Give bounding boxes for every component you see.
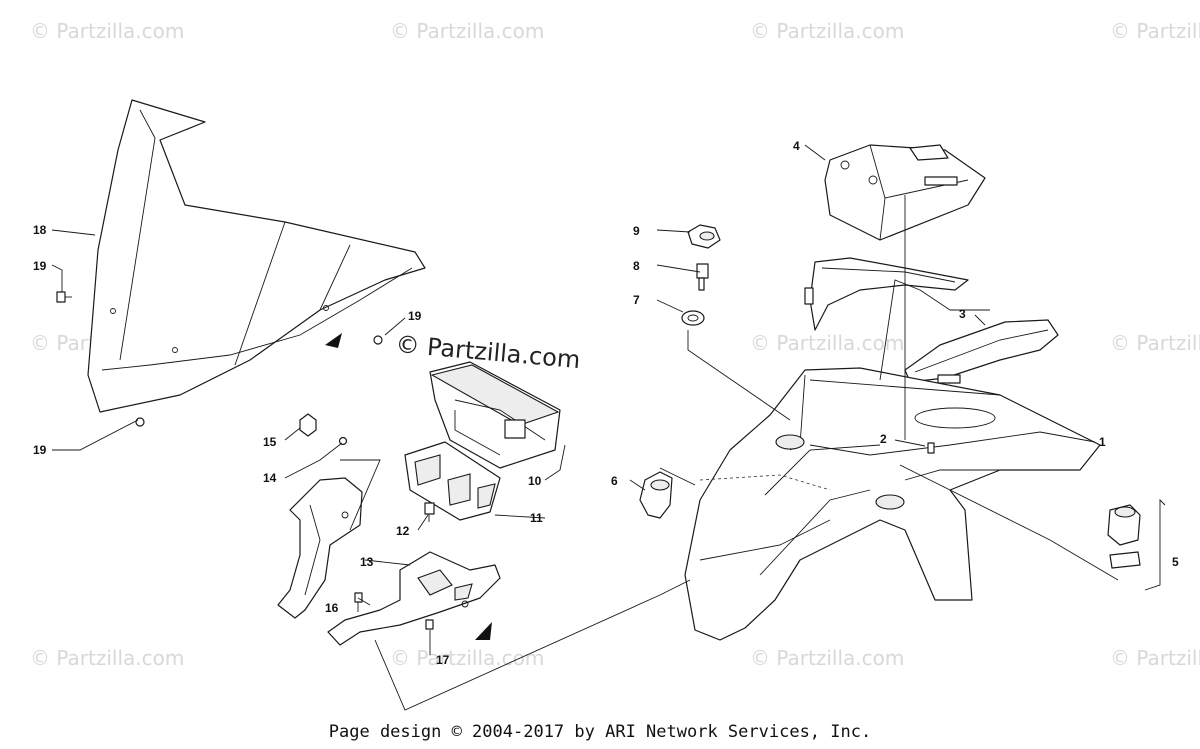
hood-fairing-part[interactable] xyxy=(684,367,1101,641)
callouts: 1 2 3 4 5 6 7 8 9 10 11 12 13 14 15 16 1… xyxy=(33,139,1179,667)
callout-3[interactable]: 3 xyxy=(959,307,966,321)
washer-part[interactable] xyxy=(338,436,348,446)
top-cover-part[interactable] xyxy=(824,144,986,241)
watermark: © Partzilla.com xyxy=(1110,646,1200,670)
lens-frame-part[interactable] xyxy=(804,257,969,331)
callout-13[interactable]: 13 xyxy=(360,555,374,569)
copyright-footer: Page design © 2004-2017 by ARI Network S… xyxy=(328,722,872,742)
watermark: © Partzilla.com xyxy=(30,19,184,43)
bracket-housing-part[interactable] xyxy=(404,441,501,521)
power-outlet-part[interactable] xyxy=(1107,504,1141,569)
nut-part[interactable] xyxy=(299,413,317,437)
callout-18[interactable]: 18 xyxy=(33,223,47,237)
lens-frame-part[interactable] xyxy=(904,319,1059,384)
watermark: © Partzilla.com xyxy=(30,646,184,670)
callout-1[interactable]: 1 xyxy=(1099,435,1106,449)
screw-part[interactable] xyxy=(56,291,72,303)
callout-11[interactable]: 11 xyxy=(530,511,543,525)
watermark: © Partzilla.com xyxy=(390,19,544,43)
callout-5[interactable]: 5 xyxy=(1172,555,1179,569)
screw-part[interactable] xyxy=(425,619,434,630)
watermark: © Partzilla.com xyxy=(390,646,544,670)
callout-15[interactable]: 15 xyxy=(263,435,277,449)
callout-14[interactable]: 14 xyxy=(263,471,277,485)
display-gauge-part[interactable] xyxy=(429,361,561,469)
grommet-part[interactable] xyxy=(681,310,705,326)
mount-bracket-part[interactable] xyxy=(277,477,363,619)
leader-lines xyxy=(51,144,1166,711)
callout-2[interactable]: 2 xyxy=(880,432,887,446)
callout-8[interactable]: 8 xyxy=(633,259,640,273)
windshield-part[interactable] xyxy=(87,99,426,413)
screw-part[interactable] xyxy=(354,592,363,612)
callout-19[interactable]: 19 xyxy=(408,309,422,323)
watermark: © Partzilla.com xyxy=(1110,331,1200,355)
callout-17[interactable]: 17 xyxy=(436,653,450,667)
mount-bracket-part[interactable] xyxy=(327,551,501,646)
direction-arrow-icon xyxy=(475,622,492,640)
callout-19[interactable]: 19 xyxy=(33,259,47,273)
screw-part[interactable] xyxy=(927,442,935,454)
callout-7[interactable]: 7 xyxy=(633,293,640,307)
watermark: © Partzilla.com xyxy=(750,331,904,355)
key-switch-cap-part[interactable] xyxy=(687,224,721,249)
watermark: © Partzilla.com xyxy=(1110,19,1200,43)
callout-9[interactable]: 9 xyxy=(633,224,640,238)
washer-part[interactable] xyxy=(135,417,145,427)
callout-19[interactable]: 19 xyxy=(33,443,47,457)
watermark: © Partzilla.com xyxy=(750,646,904,670)
screw-part[interactable] xyxy=(373,335,383,345)
center-watermark: © Partzilla.com xyxy=(394,330,581,374)
callout-12[interactable]: 12 xyxy=(396,524,410,538)
switch-part[interactable] xyxy=(639,471,673,519)
callout-10[interactable]: 10 xyxy=(528,474,542,488)
callout-6[interactable]: 6 xyxy=(611,474,618,488)
direction-arrow-icon xyxy=(325,333,342,348)
bolt-part[interactable] xyxy=(424,502,435,522)
callout-4[interactable]: 4 xyxy=(793,139,800,153)
key-part[interactable] xyxy=(696,263,709,291)
callout-16[interactable]: 16 xyxy=(325,601,339,615)
watermark: © Partzilla.com xyxy=(750,19,904,43)
